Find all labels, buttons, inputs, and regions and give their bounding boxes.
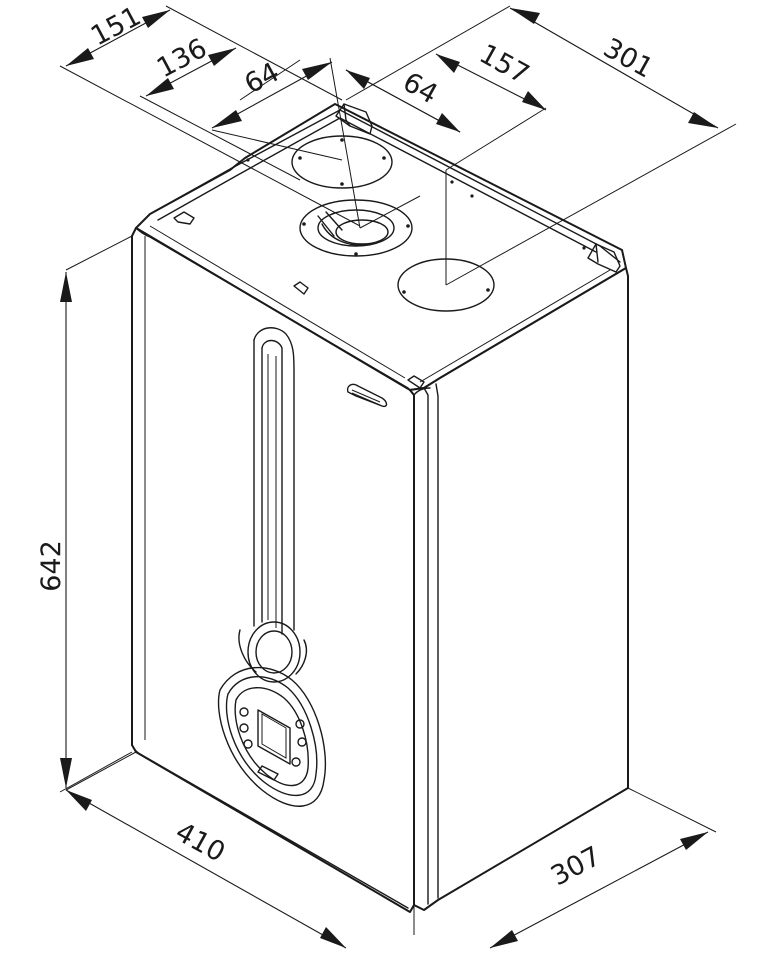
rear-bracket-right (587, 243, 621, 273)
dimension-lines (60, 7, 719, 949)
flue-outlet-center (299, 199, 413, 257)
brand-badge (346, 383, 388, 408)
dim-label-64-right: 64 (398, 67, 443, 111)
control-button-1 (239, 707, 249, 717)
control-button-5 (297, 737, 307, 747)
dim-label-157: 157 (474, 39, 534, 91)
front-panel-light-tube (253, 327, 295, 635)
control-panel (217, 666, 327, 807)
control-display (257, 709, 291, 765)
control-button-3 (243, 739, 253, 749)
dim-label-151: 151 (86, 1, 146, 53)
control-button-4 (295, 719, 305, 729)
extension-lines (59, 5, 737, 935)
rear-bracket-left (335, 103, 373, 135)
control-button-6 (291, 757, 301, 767)
boiler-body (131, 103, 629, 913)
dim-label-410: 410 (170, 817, 230, 869)
dim-label-301: 301 (598, 33, 658, 85)
dim-label-307: 307 (546, 841, 606, 893)
dim-line-307 (489, 831, 709, 949)
flue-outlet-left (291, 135, 393, 189)
dim-label-642: 642 (36, 540, 67, 592)
dim-line-410 (65, 789, 347, 949)
dim-label-64-left: 64 (240, 57, 285, 101)
control-button-2 (239, 723, 249, 733)
indicator-ring (238, 621, 308, 683)
dim-line-301 (509, 7, 719, 129)
